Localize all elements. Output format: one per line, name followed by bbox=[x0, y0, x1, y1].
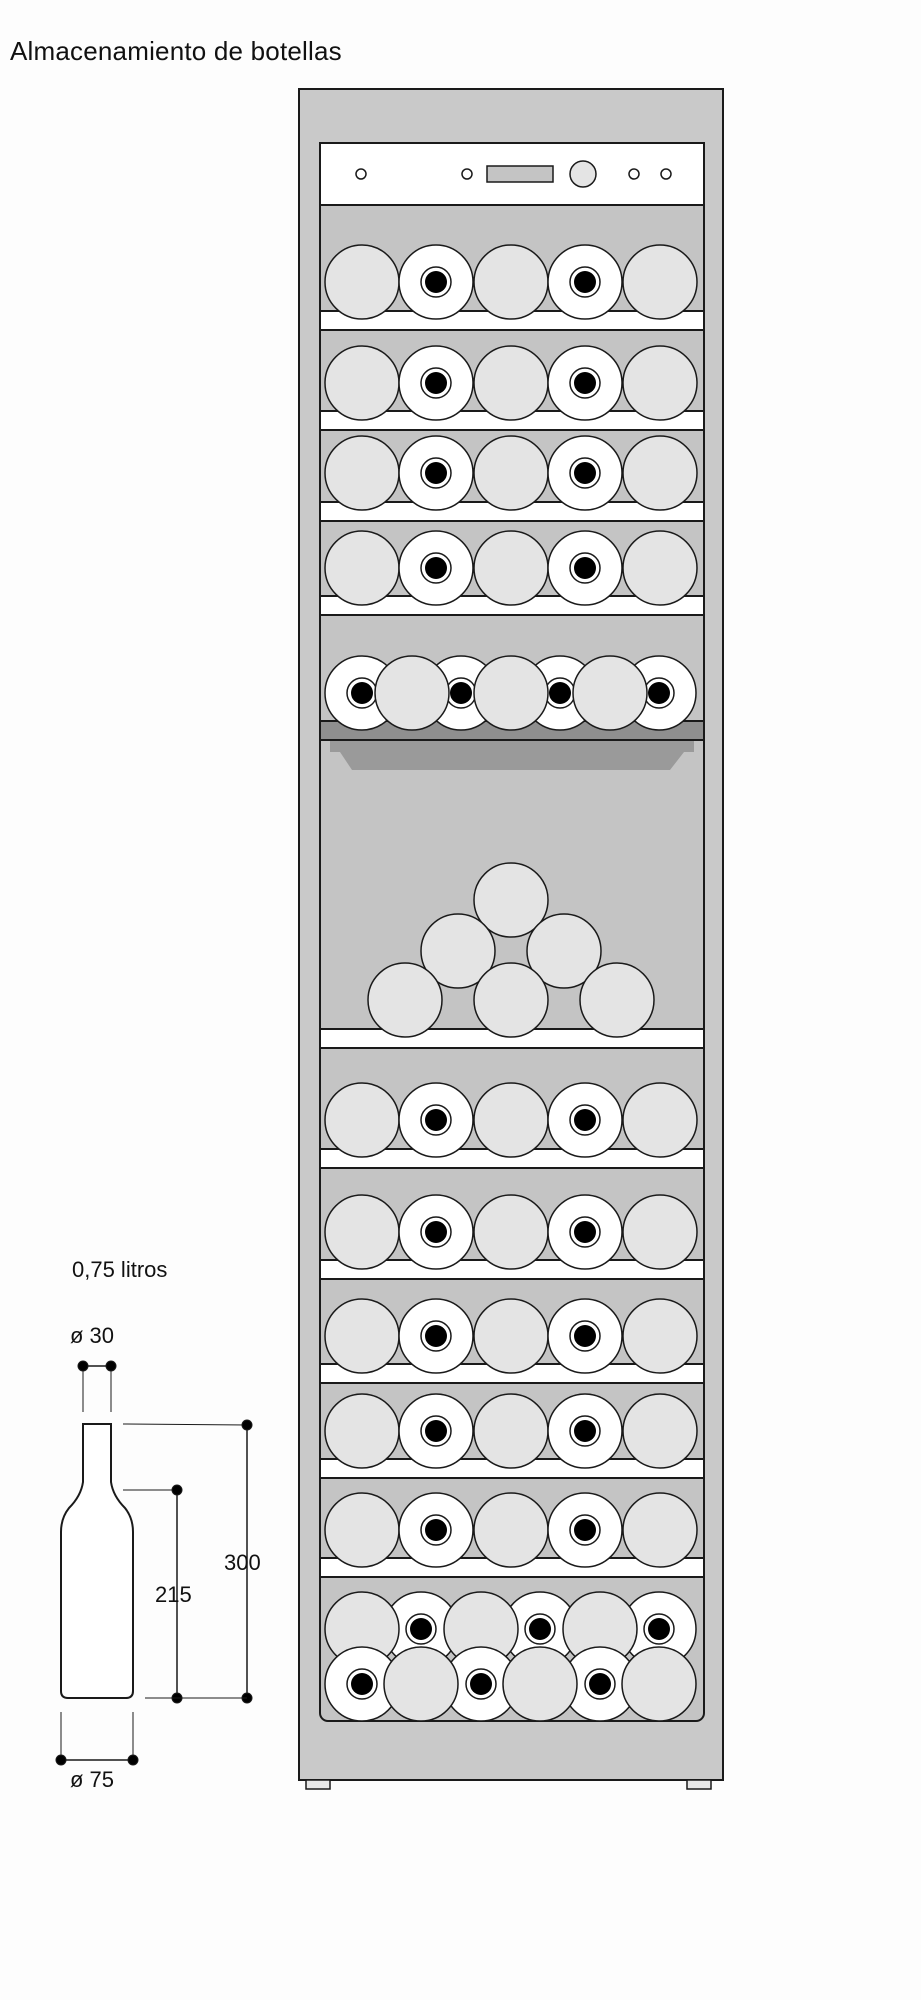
bottle-bottom bbox=[622, 530, 698, 606]
foot-left bbox=[305, 1779, 331, 1790]
foot-right bbox=[686, 1779, 712, 1790]
bottle-neck-opening bbox=[589, 1673, 611, 1695]
bottle-neck-opening bbox=[574, 372, 596, 394]
bottle-bottom bbox=[324, 435, 400, 511]
bottle-bottom bbox=[622, 435, 698, 511]
bottle-bottom bbox=[473, 1393, 549, 1469]
bottle-bottom bbox=[324, 1393, 400, 1469]
page-title: Almacenamiento de botellas bbox=[10, 36, 342, 66]
bottle-bottom bbox=[579, 962, 655, 1038]
bottle-neck-opening bbox=[425, 1519, 447, 1541]
control-knob-icon bbox=[569, 160, 597, 188]
bottle-neck-opening bbox=[574, 1420, 596, 1442]
bottle-bottom bbox=[473, 435, 549, 511]
bottle-bottom bbox=[622, 345, 698, 421]
shoulder-height-label: 215 bbox=[155, 1582, 192, 1607]
bottle-neck-opening bbox=[425, 1325, 447, 1347]
bottle-bottom bbox=[473, 244, 549, 320]
bottle-bottom bbox=[526, 913, 602, 989]
bottle-neck-opening bbox=[425, 1109, 447, 1131]
display-screen bbox=[486, 165, 554, 183]
bottle-bottom bbox=[324, 1298, 400, 1374]
neck-diameter-label: ø 30 bbox=[70, 1323, 115, 1348]
bottle-neck-opening bbox=[574, 557, 596, 579]
bottle-bottom bbox=[473, 1082, 549, 1158]
bottle-bottom bbox=[374, 655, 450, 731]
bottle-bottom bbox=[473, 530, 549, 606]
bottle-bottom bbox=[383, 1646, 459, 1722]
bottle-neck-opening bbox=[425, 271, 447, 293]
bottle-volume-label: 0,75 litros bbox=[72, 1257, 168, 1282]
bottle-bottom bbox=[473, 962, 549, 1038]
bottle-bottom bbox=[622, 244, 698, 320]
bottle-bottom bbox=[473, 862, 549, 938]
bottles bbox=[324, 244, 698, 1722]
bottle-neck-opening bbox=[574, 271, 596, 293]
bottle-bottom bbox=[572, 655, 648, 731]
bottle-bottom bbox=[473, 655, 549, 731]
bottle-neck-opening bbox=[529, 1618, 551, 1640]
bottle-bottom bbox=[622, 1298, 698, 1374]
bottle-outline bbox=[60, 1423, 134, 1699]
bottle-bottom bbox=[622, 1393, 698, 1469]
bottle-bottom bbox=[324, 244, 400, 320]
down-button-icon bbox=[660, 168, 672, 180]
bottle-neck-opening bbox=[549, 682, 571, 704]
bottle-neck-opening bbox=[351, 682, 373, 704]
bottle-neck-opening bbox=[425, 1420, 447, 1442]
bottle-bottom bbox=[473, 1194, 549, 1270]
bottle-neck-opening bbox=[574, 1325, 596, 1347]
bottle-neck-opening bbox=[425, 462, 447, 484]
bottle-bottom bbox=[324, 530, 400, 606]
bottle-bottom bbox=[622, 1194, 698, 1270]
bottle-neck-opening bbox=[410, 1618, 432, 1640]
bottle-dimension-drawing bbox=[55, 1360, 253, 1766]
bottle-bottom bbox=[473, 345, 549, 421]
bottle-neck-opening bbox=[470, 1673, 492, 1695]
bottle-neck-opening bbox=[425, 372, 447, 394]
bottle-bottom bbox=[622, 1492, 698, 1568]
bottle-bottom bbox=[473, 1492, 549, 1568]
bottle-bottom bbox=[622, 1082, 698, 1158]
bottle-neck-opening bbox=[351, 1673, 373, 1695]
bottle-neck-opening bbox=[450, 682, 472, 704]
bottle-bottom bbox=[367, 962, 443, 1038]
bottle-bottom bbox=[324, 1194, 400, 1270]
bottle-neck-opening bbox=[425, 1221, 447, 1243]
body-diameter-label: ø 75 bbox=[70, 1767, 115, 1792]
light-button-icon bbox=[461, 168, 473, 180]
bottle-bottom bbox=[324, 345, 400, 421]
power-button-icon bbox=[355, 168, 367, 180]
up-button-icon bbox=[628, 168, 640, 180]
bottle-bottom bbox=[473, 1298, 549, 1374]
bottle-neck-opening bbox=[425, 557, 447, 579]
bottle-neck-opening bbox=[648, 682, 670, 704]
bottle-bottom bbox=[502, 1646, 578, 1722]
bottle-bottom bbox=[324, 1492, 400, 1568]
bottle-neck-opening bbox=[574, 1109, 596, 1131]
bottle-bottom bbox=[621, 1646, 697, 1722]
bottle-neck-opening bbox=[574, 1221, 596, 1243]
total-height-label: 300 bbox=[224, 1550, 261, 1575]
bottle-neck-opening bbox=[648, 1618, 670, 1640]
bottle-bottom bbox=[324, 1082, 400, 1158]
control-panel bbox=[319, 142, 705, 206]
bottle-neck-opening bbox=[574, 1519, 596, 1541]
bottle-bottom bbox=[420, 913, 496, 989]
bottle-neck-opening bbox=[574, 462, 596, 484]
